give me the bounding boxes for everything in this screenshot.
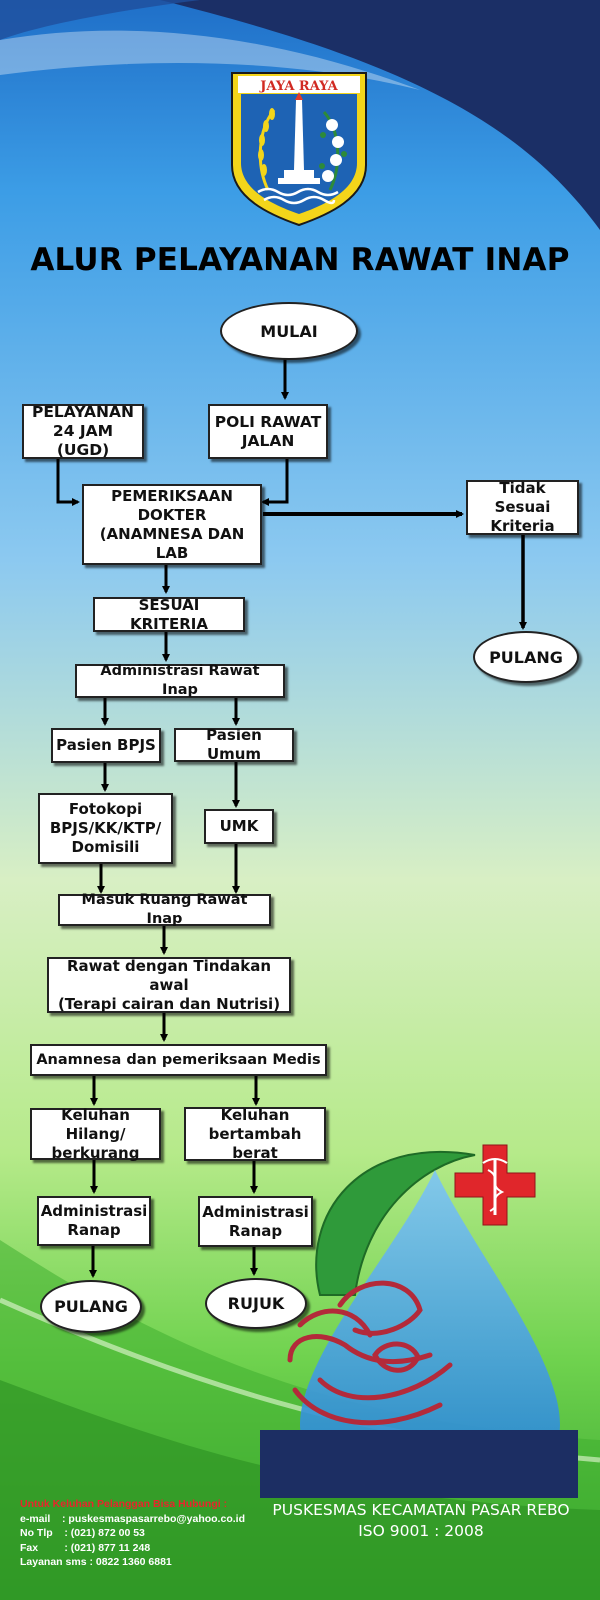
node-rujuk: RUJUK [205,1278,307,1329]
page-title: ALUR PELAYANAN RAWAT INAP [30,242,570,278]
contact-email: e-mail : puskesmaspasarrebo@yahoo.co.id [20,1512,245,1525]
footer-brand: PUSKESMAS KECAMATAN PASAR REBO ISO 9001 … [262,1500,580,1542]
jaya-raya-emblem: JAYA RAYA [231,72,367,227]
node-pulang-right: PULANG [473,631,579,683]
logo-text: JAYA RAYA [259,79,338,94]
node-umk: UMK [204,809,274,844]
node-pemeriksaan-dokter: PEMERIKSAAN DOKTER (ANAMNESA DAN LAB [82,484,262,565]
node-poli-rawat-jalan: POLI RAWAT JALAN [208,404,328,459]
puskesmas-logo [260,1144,578,1498]
node-keluhan-berat: Keluhan bertambah berat [184,1106,326,1162]
node-tidak-sesuai: Tidak Sesuai Kriteria [466,479,579,535]
node-sesuai-kriteria: SESUAI KRITERIA [93,596,245,633]
node-pasien-umum: Pasien Umum [174,726,294,763]
contact-phone: No Tlp : (021) 872 00 53 [20,1527,145,1539]
puskesmas-name: PUSKESMAS KECAMATAN PASAR REBO [272,1501,570,1519]
node-fotokopi: Fotokopi BPJS/KK/KTP/ Domisili [38,793,173,864]
node-rawat-tindakan-awal: Rawat dengan Tindakan awal (Terapi caira… [47,957,291,1013]
node-pulang-bottom: PULANG [40,1280,142,1333]
node-anamnesa-medis: Anamnesa dan pemeriksaan Medis [30,1044,327,1076]
node-administrasi-ranap-left: Administrasi Ranap [37,1196,151,1246]
node-pasien-bpjs: Pasien BPJS [51,728,161,763]
iso-text: ISO 9001 : 2008 [358,1522,484,1540]
node-masuk-ruang: Masuk Ruang Rawat Inap [58,892,271,927]
contact-heading: Untuk Keluhan Pelanggan Bisa Hubungi : [20,1498,228,1510]
node-keluhan-hilang: Keluhan Hilang/ berkurang [30,1106,161,1162]
contact-info: Untuk Keluhan Pelanggan Bisa Hubungi : e… [20,1497,245,1570]
footer-label-box [260,1430,578,1498]
node-ugd: PELAYANAN 24 JAM (UGD) [22,403,144,459]
node-mulai: MULAI [220,302,358,360]
node-administrasi-ranap-right: Administrasi Ranap [198,1196,313,1247]
contact-fax: Fax : (021) 877 11 248 [20,1541,151,1554]
contact-sms: Layanan sms : 0822 1360 6881 [20,1556,172,1568]
node-administrasi-rawat-inap: Administrasi Rawat Inap [75,663,285,698]
